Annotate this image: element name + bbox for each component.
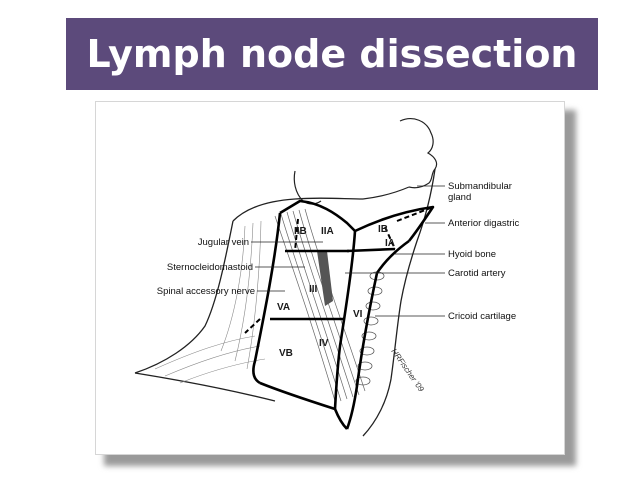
- title-bar: Lymph node dissection: [66, 18, 598, 90]
- anterior-digastric-label: Anterior digastric: [448, 218, 520, 229]
- head-outline: [293, 118, 438, 205]
- posterior-muscle-strands: [154, 220, 266, 384]
- trachea-rings: [355, 271, 385, 386]
- zone-iib-label: IIB: [294, 226, 307, 237]
- cricoid-cartilage-label: Cricoid cartilage: [448, 311, 516, 322]
- spinal-accessory-nerve-label: Spinal accessory nerve: [157, 286, 255, 297]
- zone-ib-label: IB: [378, 224, 388, 235]
- zone-va-label: VA: [277, 302, 290, 313]
- zone-ia-label: IA: [385, 238, 395, 249]
- slide-title: Lymph node dissection: [86, 32, 578, 76]
- illustrator-signature: HRFischer '09: [389, 347, 426, 394]
- sternocleidomastoid-muscle: [274, 208, 366, 402]
- carotid-artery-label: Carotid artery: [448, 268, 506, 279]
- zone-iii-label: III: [309, 284, 318, 295]
- zone-iia-label: IIA: [321, 226, 334, 237]
- jugular-vein-label: Jugular vein: [198, 237, 249, 248]
- zone-boundaries-dashed: [244, 206, 434, 334]
- neck-anatomy-diagram: IIB IIA IB IA III VA VI IV VB Jugular ve…: [134, 118, 520, 437]
- hyoid-bone-label: Hyoid bone: [448, 249, 496, 260]
- zone-vi-label: VI: [353, 309, 363, 320]
- jugular-vein: [317, 251, 333, 306]
- zone-vb-label: VB: [279, 348, 293, 359]
- zone-iv-label: IV: [319, 338, 329, 349]
- leader-lines: [251, 185, 445, 317]
- zone-boundaries: [252, 199, 435, 430]
- sternocleidomastoid-label: Sternocleidomastoid: [167, 262, 253, 273]
